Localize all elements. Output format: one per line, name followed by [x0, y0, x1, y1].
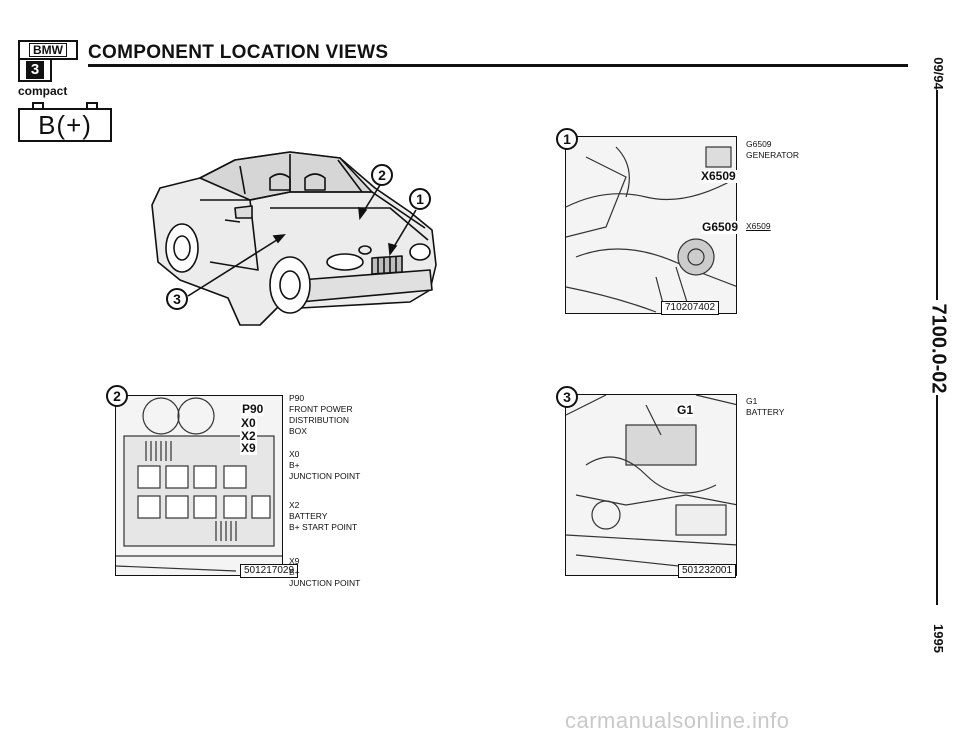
view-1-engine-sketch [566, 146, 736, 313]
margin-year-wrap: 1995 [918, 618, 958, 658]
view-2-photo-code: 501217029 [240, 564, 299, 578]
view-2-fusebox-sketch [116, 397, 282, 572]
page-title: COMPONENT LOCATION VIEWS [88, 42, 389, 63]
view-3-battery-sketch [566, 395, 736, 571]
view-1-photo-code: 710207402 [661, 301, 720, 315]
view-3-photo [565, 394, 737, 576]
title-rule [88, 64, 908, 67]
margin-doc-wrap: 7100.0-02 [890, 300, 960, 396]
view-2-callout-x2: X2 [240, 429, 257, 443]
circuit-label: B(+) [18, 108, 112, 142]
logo-brand: BMW [29, 43, 67, 57]
view-3-label-g1: G1 BATTERY [746, 396, 785, 417]
view-1-callout-x6509: X6509 [700, 169, 737, 183]
margin-rule-top [936, 90, 938, 300]
margin-rule-bottom [936, 395, 938, 605]
view-3-number: 3 [556, 386, 578, 408]
circuit-symbol: B(+) [18, 100, 114, 144]
view-2-callout-x0: X0 [240, 416, 257, 430]
overview-marker-1: 1 [409, 188, 431, 210]
view-3-photo-code: 501232001 [678, 564, 737, 578]
view-2-callout-x9: X9 [240, 441, 257, 455]
overview-marker-3: 3 [166, 288, 188, 310]
overview-marker-2: 2 [371, 164, 393, 186]
logo-series: 3 [25, 61, 45, 79]
margin-date-wrap: 09/94 [918, 56, 958, 90]
margin-year: 1995 [930, 623, 946, 653]
view-1-label-x6509: X6509 [746, 221, 771, 231]
view-2-label-x0: X0 B+ JUNCTION POINT [289, 449, 361, 481]
view-2-label-p90: P90 FRONT POWER DISTRIBUTION BOX [289, 393, 353, 436]
watermark: carmanualsonline.info [565, 708, 790, 733]
view-2-callout-p90: P90 [241, 402, 265, 416]
bmw-logo: BMW 3 [18, 40, 80, 84]
view-1-number: 1 [556, 128, 578, 150]
model-label: compact [18, 84, 68, 98]
view-2-label-x2: X2 BATTERY B+ START POINT [289, 500, 358, 532]
view-2-photo [115, 395, 283, 576]
margin-date: 09/94 [930, 56, 946, 90]
view-3-callout-g1: G1 [676, 403, 695, 417]
car-overview-illustration [151, 151, 437, 326]
margin-doc-number: 7100.0-02 [927, 302, 950, 394]
view-2-number: 2 [106, 385, 128, 407]
view-2-label-x9: X9 B+ JUNCTION POINT [289, 556, 361, 588]
view-1-label-g6509: G6509 GENERATOR [746, 139, 800, 160]
view-1-callout-g6509: G6509 [701, 220, 740, 234]
